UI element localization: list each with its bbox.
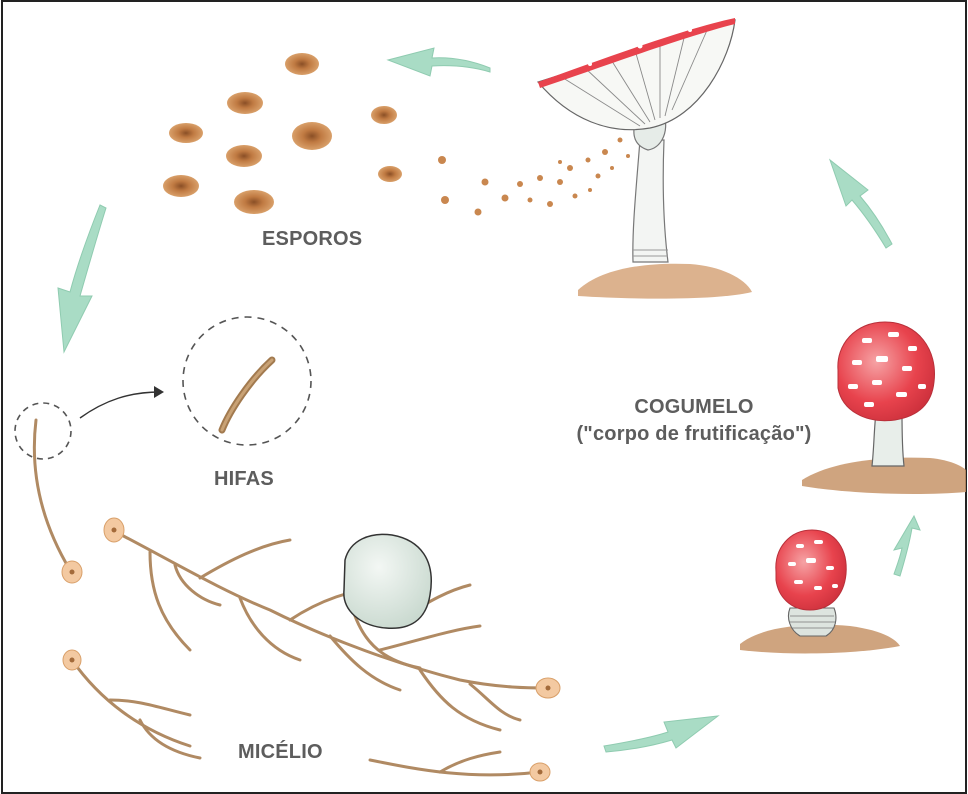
- mushroom-stem: [633, 140, 668, 262]
- mycelium-network: [34, 420, 548, 775]
- spore: [285, 53, 319, 75]
- spore: [234, 190, 274, 214]
- hyphae-zoom: [15, 317, 311, 459]
- spore: [292, 122, 332, 150]
- black-pointer-arrow-icon: [154, 386, 164, 398]
- spore: [163, 175, 199, 197]
- spore: [378, 166, 402, 182]
- spores-label: ESPOROS: [262, 228, 362, 251]
- hypha-strand: [222, 360, 272, 430]
- mushroom-cap: [776, 530, 846, 610]
- spore: [371, 106, 397, 124]
- spore: [169, 123, 203, 143]
- soil-mound: [578, 264, 752, 299]
- green-arrow-icon: [58, 205, 106, 352]
- mature-mushroom: [438, 18, 752, 299]
- green-arrow-icon: [388, 48, 490, 76]
- green-arrow-icon: [830, 160, 892, 248]
- hyphae-label: HIFAS: [214, 468, 274, 491]
- young-mushroom-medium: [802, 322, 966, 494]
- primordium-egg: [344, 534, 431, 628]
- small-dashed-circle: [15, 403, 71, 459]
- large-dashed-circle: [183, 317, 311, 445]
- mycelium-label: MICÉLIO: [238, 741, 323, 764]
- green-arrow-icon: [604, 716, 718, 752]
- green-arrow-icon: [894, 516, 920, 576]
- young-mushroom-small: [740, 530, 900, 653]
- mushroom-title: COGUMELO: [566, 394, 822, 421]
- mushroom-subtitle: ("corpo de frutificação"): [566, 421, 822, 448]
- spore-spray: [438, 138, 630, 216]
- spore: [226, 145, 262, 167]
- mushroom-label: COGUMELO ("corpo de frutificação"): [566, 394, 822, 448]
- spores-cluster: [163, 53, 402, 214]
- spore: [227, 92, 263, 114]
- mushroom-cap: [838, 322, 935, 421]
